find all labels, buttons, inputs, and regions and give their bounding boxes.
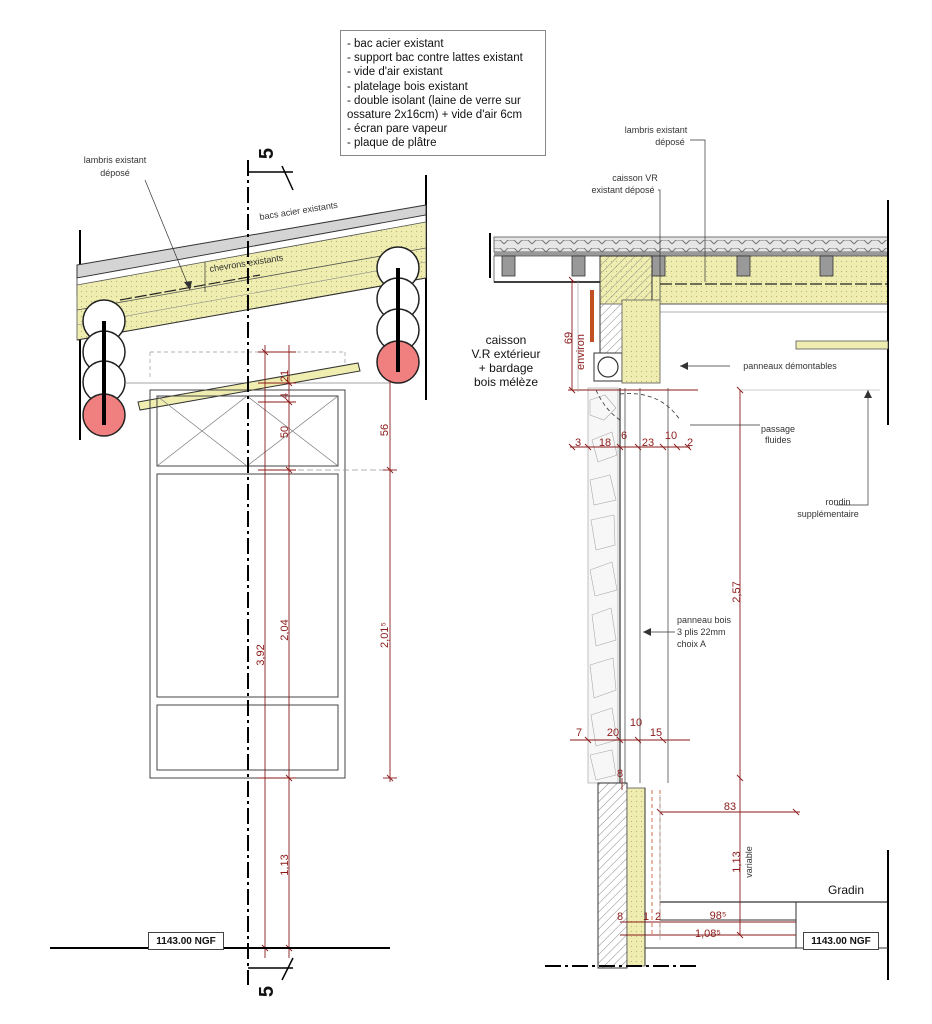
rondin-label-2: supplémentaire [797, 509, 859, 519]
legend-item: - support bac contre lattes existant [347, 52, 523, 65]
dim-6: 6 [621, 430, 627, 442]
panneau-label-2: 3 plis 22mm [677, 627, 726, 637]
caisson-ext-label-2: V.R extérieur [472, 347, 541, 361]
dim-1085: 1,08⁵ [695, 928, 721, 940]
dim-8a: 8 [617, 768, 623, 780]
dim-204: 2,04 [279, 619, 291, 640]
dim-2a: 2 [687, 437, 693, 449]
dim-1: 1 [643, 911, 649, 923]
plinth-insulation [626, 787, 646, 967]
dim-113-right: 1,13 [731, 851, 743, 872]
section-mark-top: 5 [256, 147, 279, 160]
dim-83: 83 [724, 801, 736, 813]
legend-item: - platelage bois existant [347, 80, 468, 93]
door-main-panel [156, 473, 339, 698]
caisson-vr-label-2: existant déposé [591, 185, 654, 195]
legend-item: - bac acier existant [347, 38, 444, 50]
right-dimension-lines [568, 276, 800, 939]
left-log-stack [82, 299, 126, 437]
dim-257: 2,57 [731, 581, 743, 602]
legend-item: - plaque de plâtre [347, 137, 437, 150]
right-log-stack [376, 246, 420, 384]
caisson-ext-label-4: bois mélèze [474, 375, 538, 389]
dim-23: 23 [642, 437, 654, 449]
dim-4: 4 [279, 393, 291, 399]
rondin-label-1: rondin [825, 497, 850, 507]
caisson-ext-label-3: + bardage [479, 361, 534, 375]
caisson-ext-note: caisson V.R extérieur + bardage bois mél… [472, 333, 541, 389]
dim-985: 98⁵ [710, 910, 727, 922]
panneau-label-1: panneau bois [677, 615, 732, 625]
dim-50: 50 [279, 426, 291, 438]
door-frame [149, 389, 346, 779]
caisson-ext-label-1: caisson [486, 333, 527, 347]
material-legend: - bac acier existant - support bac contr… [340, 30, 546, 156]
panneau-label-3: choix A [677, 639, 706, 649]
lambris-label-2: déposé [100, 168, 130, 178]
panneaux-label: panneaux démontables [743, 361, 837, 371]
foundation-wall [597, 782, 628, 969]
legend-item: - vide d'air existant [347, 66, 443, 79]
dim-20: 20 [607, 727, 619, 739]
dim-113: 1,13 [279, 854, 291, 875]
right-steel-roof [493, 236, 889, 253]
gradin-label: Gradin [828, 883, 864, 897]
dim-10b: 10 [630, 717, 642, 729]
removable-panel [795, 340, 889, 350]
dim-18: 18 [599, 437, 611, 449]
dim-environ: environ [575, 334, 587, 370]
right-section: 69 environ 3 18 6 23 10 2 2,57 7 20 10 1… [472, 125, 889, 980]
dim-15: 15 [650, 727, 662, 739]
dim-8b: 8 [617, 911, 623, 923]
right-lambris-label-2: déposé [655, 137, 685, 147]
right-lambris-label-1: lambris existant [625, 125, 688, 135]
dim-21: 21 [279, 370, 291, 382]
caisson-vr-label-1: caisson VR [612, 173, 658, 183]
right-ngf-label: 1143.00 NGF [803, 932, 879, 950]
dim-56: 56 [379, 424, 391, 436]
lambris-label-1: lambris existant [84, 155, 147, 165]
dim-3: 3 [575, 437, 581, 449]
left-dimension-lines [258, 345, 397, 958]
dim-7: 7 [576, 727, 582, 739]
dim-2b: 2 [655, 911, 661, 923]
legend-item: - écran pare vapeur [347, 123, 448, 136]
legend-item: - double isolant (laine de verre sur [347, 94, 521, 107]
variable-label: variable [744, 846, 754, 878]
left-section: 21 4 50 56 3,92 2,04 2,01⁵ 1,13 lambris … [50, 155, 427, 985]
passage-label-2: fluides [765, 435, 792, 445]
section-mark-bottom: 5 [256, 985, 279, 998]
dim-69: 69 [563, 332, 575, 344]
left-ngf-label: 1143.00 NGF [148, 932, 224, 950]
dim-392: 3,92 [255, 644, 267, 665]
bacs-label: bacs acier existants [259, 200, 339, 222]
dim-2015: 2,01⁵ [379, 622, 391, 648]
dim-10a: 10 [665, 430, 677, 442]
legend-item: ossature 2x16cm) + vide d'air 6cm [347, 109, 523, 122]
passage-label-1: passage [761, 424, 795, 434]
